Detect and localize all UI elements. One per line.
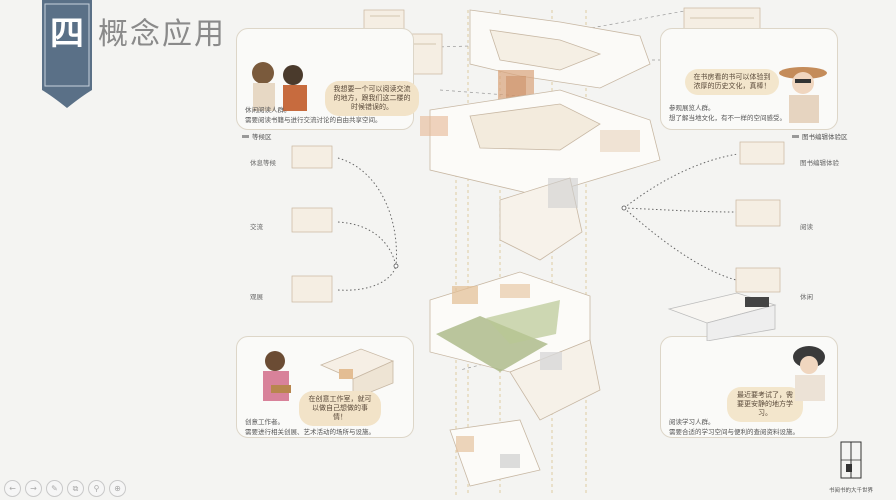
panel-creative-workers: 在创意工作室，就可以做自己想做的事情！ 创意工作者。 需要进行相关创展、艺术活动… — [236, 336, 414, 438]
person-with-hat-illustration — [779, 67, 827, 123]
zoom-in-icon[interactable]: ⊕ — [109, 480, 126, 497]
panel-desc-line2: 想了解当地文化，有不一样的空间感受。 — [669, 114, 786, 122]
panel-desc-line1: 创意工作者。 — [245, 418, 284, 426]
label-communication: 交流 — [250, 223, 263, 231]
copy-icon[interactable]: ⧉ — [67, 480, 84, 497]
legend-label: 等候区 — [252, 133, 272, 141]
label-exhibition: 观展 — [250, 293, 263, 301]
panel-desc-line2: 需要阅读书籍与进行交流讨论的自由共享空间。 — [245, 116, 382, 124]
panel-study-readers: 最近要考试了，需要更安静的地方学习。 阅读学习人群。 需要合适的学习空间与便利的… — [660, 292, 838, 438]
label-leisure: 休闲 — [800, 293, 813, 301]
section-number: 四 — [50, 14, 84, 54]
study-room-illustration — [667, 292, 777, 341]
legend-swatch — [792, 134, 799, 138]
legend-right: 图书编辑体验区 — [792, 131, 848, 141]
speech-bubble: 最近要考试了，需要更安静的地方学习。 — [727, 387, 803, 422]
logo-mark — [840, 441, 862, 479]
artist-illustration — [263, 351, 291, 401]
prev-icon[interactable]: ← — [4, 480, 21, 497]
people-illustration — [252, 62, 307, 111]
next-icon[interactable]: → — [25, 480, 42, 497]
legend-swatch — [242, 134, 249, 138]
panel-leisure-readers: 我想要一个可以阅读交流的地方，跟我们这二楼的时候错误的。 休闲阅读人群。 需要阅… — [236, 28, 419, 130]
section-banner: 四 — [42, 0, 92, 108]
panel-desc-line1: 阅读学习人群。 — [669, 418, 715, 426]
speech-bubble: 在创意工作室，就可以做自己想做的事情！ — [299, 391, 381, 426]
pen-icon[interactable]: ✎ — [46, 480, 63, 497]
panel-desc-line2: 需要合适的学习空间与便利的查阅资料设施。 — [669, 428, 799, 436]
panel-desc-line1: 参观展览人群。 — [669, 104, 715, 112]
label-reading: 阅读 — [800, 223, 813, 231]
logo-caption: 书阅书的大千世界 — [829, 488, 874, 494]
panel-desc-line2: 需要进行相关创展、艺术活动的场所与设施。 — [245, 428, 375, 436]
legend-label: 图书编辑体验区 — [802, 133, 848, 141]
label-book-editing: 图书编辑体验 — [800, 159, 839, 167]
legend-left: 等候区 — [242, 131, 272, 141]
page-title: 概念应用 — [98, 17, 226, 52]
panel-exhibition-visitors: 在书房看的书可以体验到浓厚的历史文化，真棒！ 参观展览人群。 想了解当地文化，有… — [660, 28, 838, 130]
student-illustration — [793, 346, 825, 401]
speech-bubble: 我想要一个可以阅读交流的地方，跟我们这二楼的时候错误的。 — [325, 81, 419, 116]
panel-desc-line1: 休闲阅读人群。 — [245, 106, 291, 114]
speech-bubble: 在书房看的书可以体验到浓厚的历史文化，真棒！ — [685, 69, 779, 95]
viewer-toolbar: ← → ✎ ⧉ ⚲ ⊕ — [4, 480, 126, 497]
label-rest-waiting: 休息等候 — [250, 159, 276, 167]
studio-illustration — [319, 348, 395, 400]
zoom-out-icon[interactable]: ⚲ — [88, 480, 105, 497]
